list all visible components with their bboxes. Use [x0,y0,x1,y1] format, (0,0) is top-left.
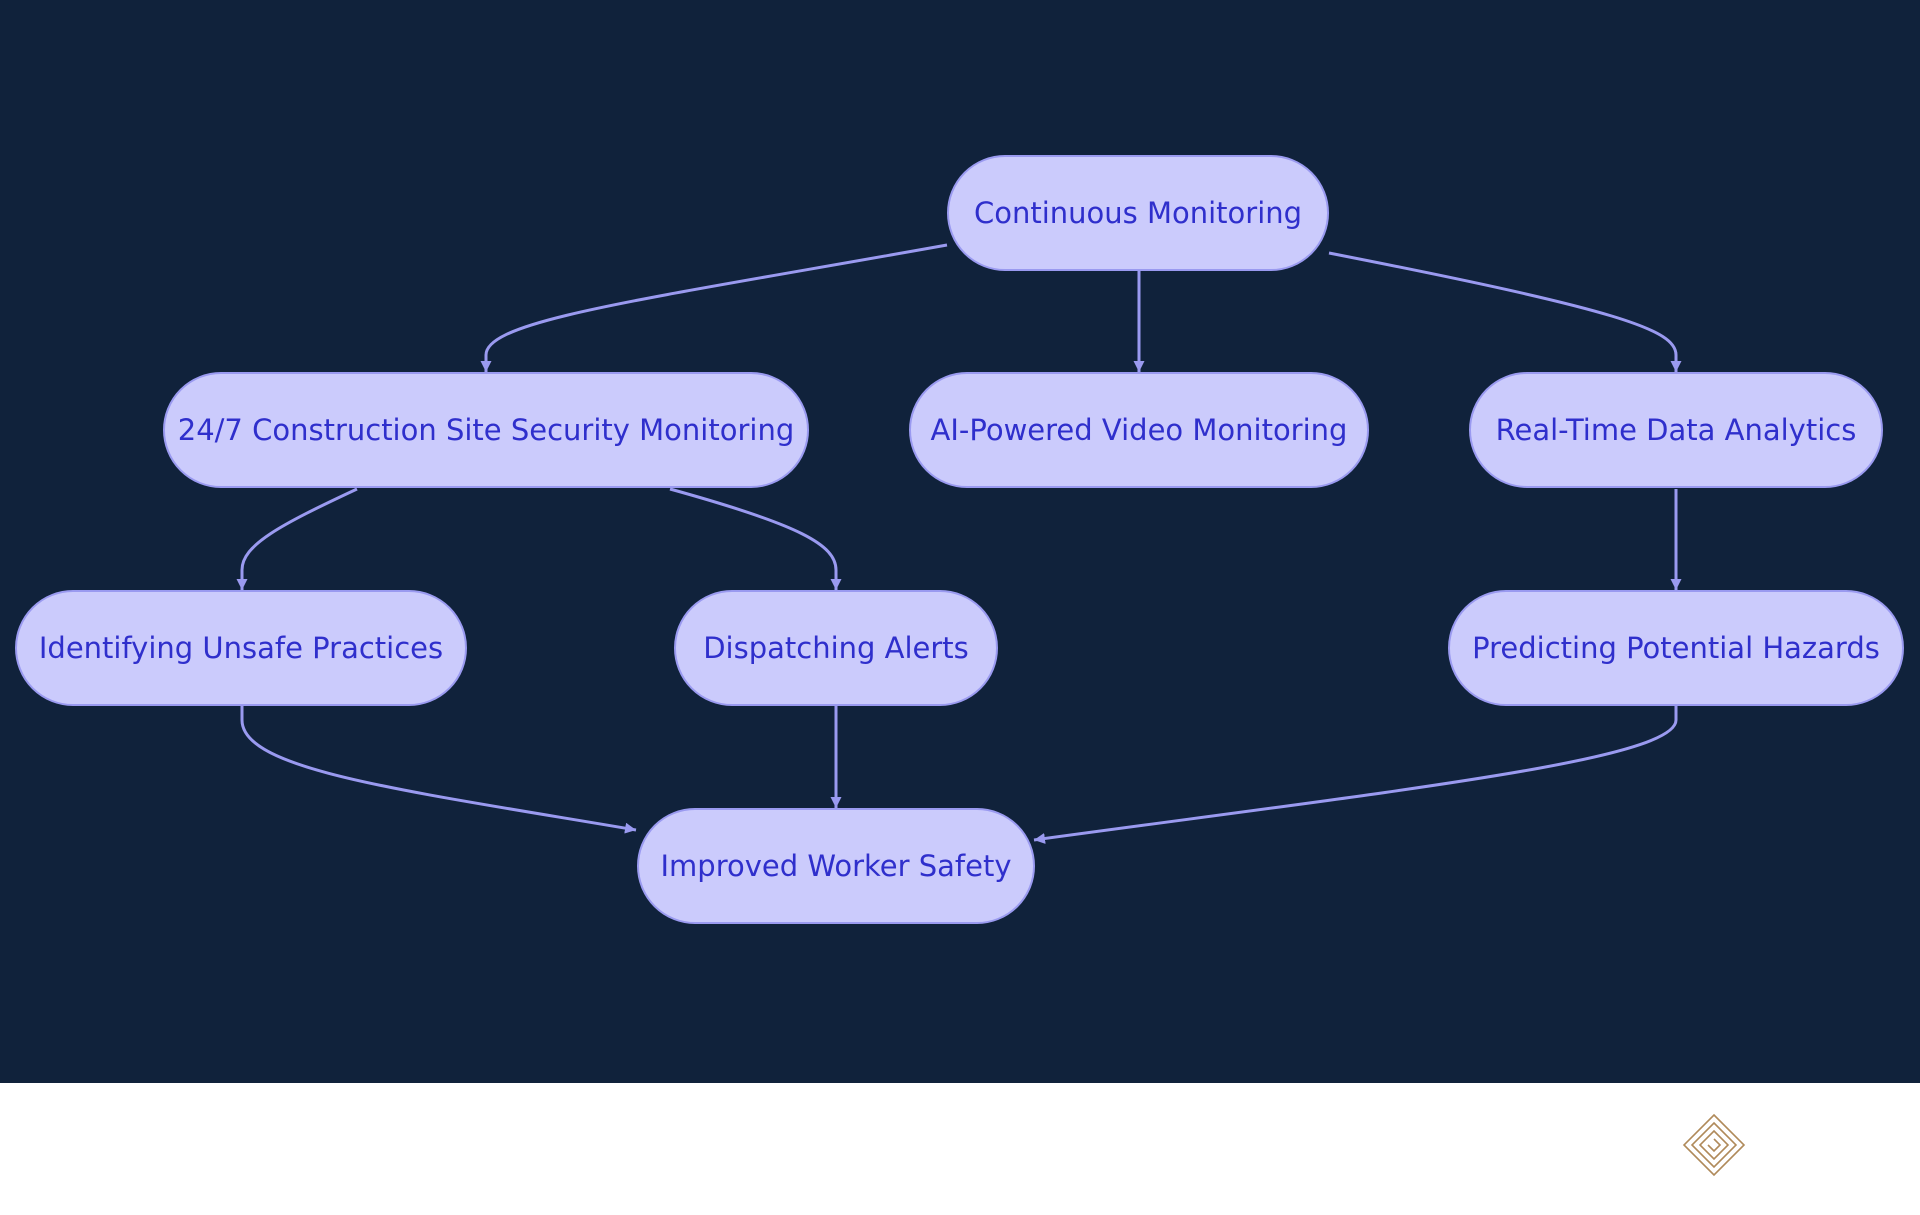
node-ai-video-monitoring[interactable]: AI-Powered Video Monitoring [909,372,1369,488]
edge-unsafe-to-safety [240,706,637,834]
node-continuous-monitoring[interactable]: Continuous Monitoring [947,155,1329,271]
diagram-canvas: Continuous Monitoring 24/7 Construction … [0,0,1920,1083]
node-identifying-unsafe-practices[interactable]: Identifying Unsafe Practices [15,590,467,706]
node-realtime-data-analytics[interactable]: Real-Time Data Analytics [1469,372,1883,488]
edge-security-to-dispatching [669,487,842,590]
node-predicting-potential-hazards[interactable]: Predicting Potential Hazards [1448,590,1904,706]
diagram-edges [236,243,1682,844]
edge-continuous-to-security [480,243,948,372]
node-improved-worker-safety[interactable]: Improved Worker Safety [637,808,1035,924]
edge-security-to-unsafe [236,487,358,590]
node-dispatching-alerts[interactable]: Dispatching Alerts [674,590,998,706]
footer [0,1083,1920,1215]
node-site-security-monitoring[interactable]: 24/7 Construction Site Security Monitori… [163,372,809,488]
edge-continuous-to-analytics [1328,251,1682,372]
edge-predicting-to-safety [1033,706,1678,844]
diamond-spiral-logo-icon [1682,1113,1746,1177]
